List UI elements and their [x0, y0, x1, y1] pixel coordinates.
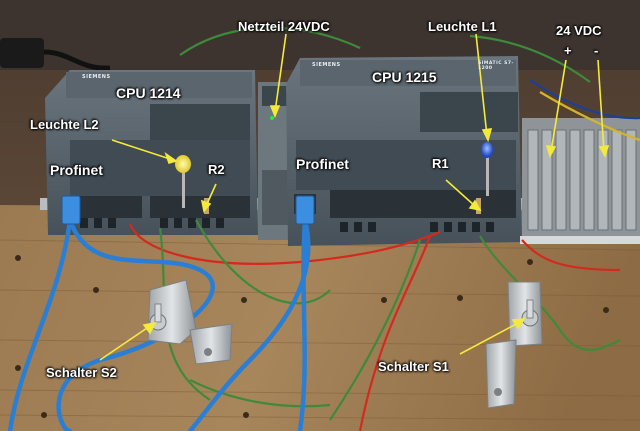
- label-cpu-1215: CPU 1215: [372, 69, 437, 85]
- power-plug: [0, 38, 44, 68]
- label-switch-s1: Schalter S1: [378, 359, 449, 374]
- label-dc-minus: -: [594, 43, 599, 58]
- switch-s1: [485, 281, 543, 409]
- annotation-arrows: [99, 33, 610, 361]
- terminal-block: [520, 118, 640, 244]
- plc-cpu-1215: [286, 56, 522, 246]
- board-screw-holes: [15, 255, 609, 418]
- power-cord: [43, 49, 111, 71]
- label-profinet-left: Profinet: [50, 162, 103, 178]
- label-24vdc: 24 VDC: [556, 23, 602, 38]
- label-lamp-l1: Leuchte L1: [428, 19, 497, 34]
- wiring: [128, 26, 640, 431]
- wood-grain: [0, 239, 640, 421]
- lamp-l2-yellow: [175, 155, 191, 208]
- plc-right-series: SIMATIC S7-1200: [478, 61, 514, 71]
- ethernet-cables: [7, 217, 311, 431]
- label-profinet-right: Profinet: [296, 156, 349, 172]
- label-switch-s2: Schalter S2: [46, 365, 117, 380]
- label-dc-plus: +: [564, 43, 572, 58]
- lamp-l1-blue: [481, 142, 493, 196]
- label-lamp-l2: Leuchte L2: [30, 117, 99, 132]
- label-r1: R1: [432, 156, 449, 171]
- label-power-supply: Netzteil 24VDC: [238, 19, 330, 34]
- ethernet-plugs: [61, 195, 315, 225]
- label-r2: R2: [208, 162, 225, 177]
- plc-right-brand: SIEMENS: [312, 62, 341, 68]
- label-cpu-1214: CPU 1214: [116, 85, 181, 101]
- plc-left-brand: SIEMENS: [82, 74, 111, 80]
